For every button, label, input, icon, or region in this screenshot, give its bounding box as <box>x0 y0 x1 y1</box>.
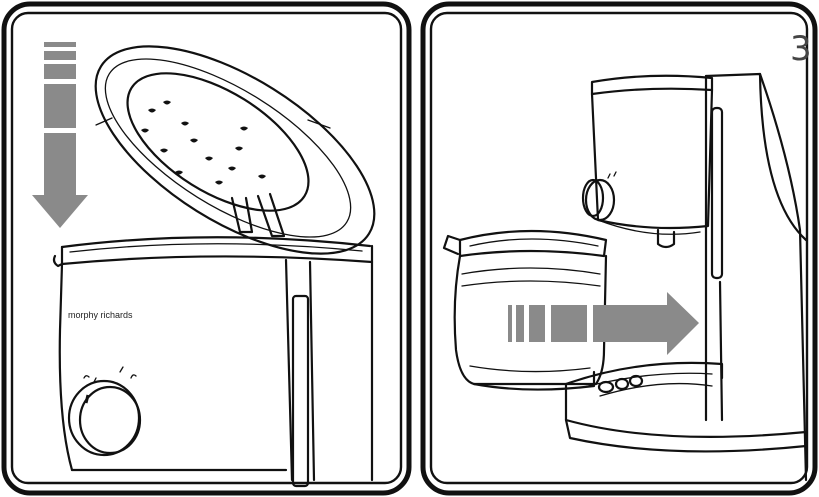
left-panel: morphy richards <box>4 4 409 493</box>
coffee-maker-open-lid-icon: morphy richards <box>54 5 407 486</box>
hotplate-base <box>566 363 806 452</box>
coffee-maker-icon <box>566 74 806 480</box>
control-dial-icon <box>69 367 140 455</box>
filter-knob-icon <box>583 172 616 220</box>
right-panel: 3 <box>423 4 815 493</box>
shower-head-holes <box>141 101 266 185</box>
right-panel-inner-frame <box>431 13 807 483</box>
open-lid <box>63 5 407 295</box>
water-tank-body: morphy richards <box>54 237 372 486</box>
step-number: 3 <box>790 29 812 69</box>
brand-label: morphy richards <box>68 310 133 320</box>
down-arrow-icon <box>32 42 88 228</box>
